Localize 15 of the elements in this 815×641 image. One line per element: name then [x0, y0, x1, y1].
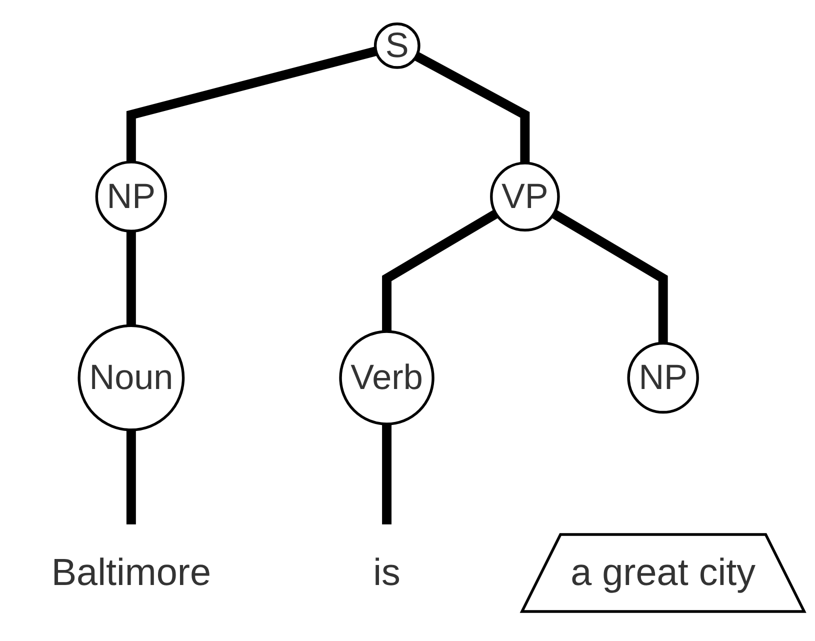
connector	[551, 210, 668, 344]
node-text: is	[373, 551, 400, 594]
node-circle: NP	[627, 342, 699, 414]
node-circle: S	[374, 22, 420, 69]
connector	[126, 430, 136, 524]
node-circle: VP	[490, 162, 560, 232]
node-circle: Noun	[78, 324, 185, 432]
connector	[382, 210, 498, 332]
node-circle: NP	[95, 160, 168, 232]
connector	[126, 46, 378, 162]
node-circle: Verb	[339, 330, 434, 426]
node-text: Baltimore	[51, 551, 212, 594]
connector	[126, 231, 136, 326]
connector	[414, 52, 530, 164]
connector	[382, 424, 392, 524]
